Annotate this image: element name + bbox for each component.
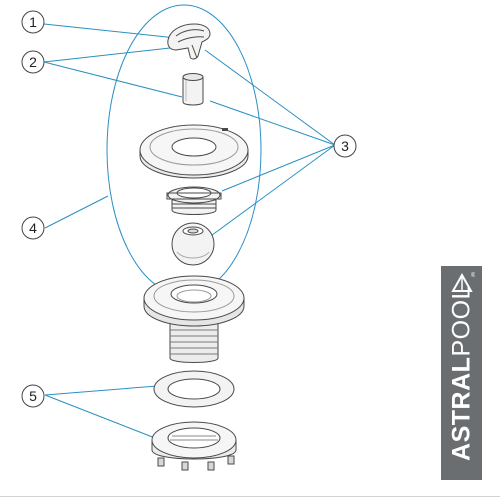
part-back-nut [151, 421, 237, 471]
leader-line-3d [207, 144, 336, 239]
part-key-cap [167, 23, 211, 60]
brand-registered-mark: ® [471, 272, 475, 279]
leader-line-2b [43, 61, 183, 98]
leader-line-3c [221, 144, 336, 192]
callout-1-label: 1 [29, 14, 37, 30]
leader-line-5b [44, 394, 156, 439]
leader-line-5a [44, 385, 158, 396]
leader-line-3b [209, 100, 336, 146]
callout-5: 5 [21, 384, 45, 408]
callout-3-label: 3 [341, 138, 349, 154]
astralpool-triangle-logo-icon: ® [451, 272, 475, 292]
part-threaded-nut [166, 186, 222, 215]
leader-lines [43, 23, 336, 439]
callout-3: 3 [333, 134, 357, 158]
leader-line-4 [44, 195, 109, 229]
brand-name-light: POOL [447, 285, 475, 357]
leader-line-1 [43, 23, 177, 39]
brand-badge: ® ASTRALPOOL [441, 266, 482, 480]
brand-name-bold: ASTRAL [447, 356, 475, 461]
bottom-divider [0, 496, 500, 497]
part-face-plate [139, 124, 249, 179]
part-tube [182, 73, 204, 106]
callout-4-label: 4 [29, 220, 37, 236]
part-main-body [143, 275, 245, 363]
part-gasket-ring [153, 370, 235, 408]
part-ball [171, 222, 215, 266]
leader-line-2a [43, 47, 171, 63]
leader-line-3a [204, 49, 336, 146]
callout-4: 4 [21, 216, 45, 240]
callout-1: 1 [21, 10, 45, 34]
callout-5-label: 5 [29, 388, 37, 404]
brand-name: ASTRALPOOL [447, 285, 476, 461]
callout-2: 2 [21, 50, 45, 74]
callout-2-label: 2 [29, 54, 37, 70]
